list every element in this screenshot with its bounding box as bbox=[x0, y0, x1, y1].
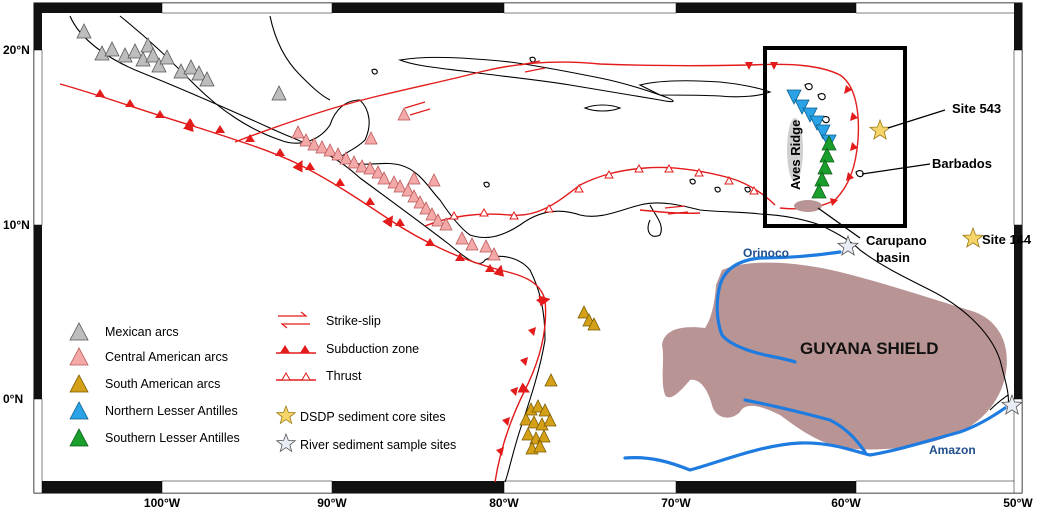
guyana-shield-label: GUYANA SHIELD bbox=[800, 339, 939, 358]
guyana-shield-region bbox=[662, 262, 1007, 450]
site-144-label: Site 144 bbox=[982, 232, 1032, 247]
orinoco-river bbox=[715, 250, 842, 364]
legend-southern-lesser-antilles-icon bbox=[69, 428, 89, 447]
site-543-star bbox=[868, 118, 892, 140]
legend-strike-slip-icon bbox=[278, 311, 310, 329]
lon-label-80w: 80°W bbox=[489, 496, 519, 510]
orinoco-label: Orinoco bbox=[743, 246, 789, 260]
legend-southern-lesser-antilles-label: Southern Lesser Antilles bbox=[105, 431, 240, 445]
north-caribbean-fault bbox=[234, 61, 860, 210]
subduction-teeth bbox=[95, 62, 858, 456]
legend-strike-slip-label: Strike-slip bbox=[326, 314, 381, 328]
lat-label-20n: 20°N bbox=[3, 43, 30, 57]
carupano-basin-area bbox=[794, 200, 822, 212]
mexican-arc-volcanoes bbox=[76, 23, 287, 101]
strike-slip-markers bbox=[404, 60, 689, 215]
legend-dsdp-star-icon bbox=[275, 404, 297, 425]
barbados-label: Barbados bbox=[932, 156, 992, 171]
latitude-labels: 20°N 10°N 0°N bbox=[3, 43, 30, 406]
thrust-teeth bbox=[449, 163, 759, 220]
lon-label-90w: 90°W bbox=[317, 496, 347, 510]
amazon-sample-star bbox=[1000, 393, 1024, 415]
dsdp-site-stars bbox=[868, 118, 985, 248]
site-144-star bbox=[961, 226, 985, 248]
site-543-label: Site 543 bbox=[952, 101, 1001, 116]
carupano-label-line2: basin bbox=[876, 250, 910, 265]
aves-ridge-label: Aves Ridge bbox=[788, 120, 803, 190]
lat-label-10n: 10°N bbox=[3, 218, 30, 232]
aves-ridge-area bbox=[787, 118, 803, 182]
legend-mexican-arcs-label: Mexican arcs bbox=[105, 325, 179, 339]
legend-river-star-icon bbox=[275, 432, 297, 453]
legend-northern-lesser-antilles-icon bbox=[69, 401, 89, 420]
legend-thrust-label: Thrust bbox=[326, 369, 362, 383]
legend-central-american-arc-icon bbox=[69, 347, 89, 366]
legend-structures: Strike-slip Subduction zone Thrust DSDP … bbox=[275, 311, 456, 453]
northern-lesser-antilles-volcanoes bbox=[786, 89, 837, 150]
legend-subduction-label: Subduction zone bbox=[326, 342, 419, 356]
orinoco-sample-star bbox=[836, 234, 860, 256]
legend-south-american-arcs-label: South American arcs bbox=[105, 377, 220, 391]
longitude-labels: 100°W 90°W 80°W 70°W 60°W 50°W bbox=[144, 496, 1033, 510]
rivers bbox=[623, 250, 1007, 472]
legend-dsdp-label: DSDP sediment core sites bbox=[300, 410, 446, 424]
legend-south-american-arc-icon bbox=[69, 374, 89, 393]
legend-arcs: Mexican arcs Central American arcs South… bbox=[69, 322, 240, 447]
legend-subduction-icon bbox=[276, 345, 316, 354]
amazon-river bbox=[623, 406, 1007, 472]
lon-label-50w: 50°W bbox=[1003, 496, 1033, 510]
central-american-arc-volcanoes bbox=[291, 107, 501, 261]
river-site-stars bbox=[836, 234, 1024, 415]
south-american-arc-volcanoes bbox=[519, 305, 601, 455]
legend-river-sample-label: River sediment sample sites bbox=[300, 438, 456, 452]
lon-label-60w: 60°W bbox=[831, 496, 861, 510]
southern-lesser-antilles-volcanoes bbox=[811, 135, 837, 199]
carupano-label-line1: Carupano bbox=[866, 233, 927, 248]
inset-box bbox=[763, 46, 907, 228]
lat-label-0n: 0°N bbox=[3, 392, 23, 406]
amazon-label: Amazon bbox=[929, 443, 976, 457]
lon-label-70w: 70°W bbox=[661, 496, 691, 510]
legend-northern-lesser-antilles-label: Northern Lesser Antilles bbox=[105, 404, 238, 418]
amazon-tributary bbox=[743, 398, 867, 454]
legend-mexican-arc-icon bbox=[69, 322, 89, 341]
legend-thrust-icon bbox=[276, 371, 316, 381]
legend-central-american-arcs-label: Central American arcs bbox=[105, 350, 228, 364]
leader-lines bbox=[817, 109, 946, 239]
lon-label-100w: 100°W bbox=[144, 496, 181, 510]
